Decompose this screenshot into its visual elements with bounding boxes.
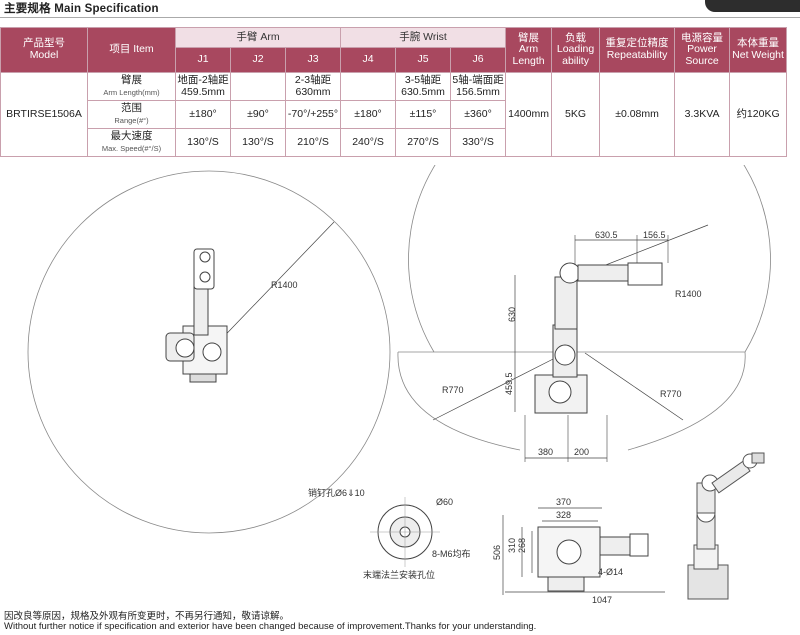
robot-illustration bbox=[687, 452, 765, 600]
label-r770-left: R770 bbox=[442, 385, 464, 395]
arm-length-value: 1400mm bbox=[505, 72, 553, 157]
footer-notice-cn: 因改良等原因，规格及外观有所变更时，不再另行通知，敬请谅解。 bbox=[4, 611, 290, 622]
header-item: 项目 Item bbox=[87, 27, 176, 73]
speed-j1: 130°/S bbox=[175, 128, 231, 157]
power-value: 3.3KVA bbox=[674, 72, 731, 157]
range-j1: ±180° bbox=[175, 100, 231, 129]
technical-drawings: R1400 R1400 R770 R770 630.5 15 bbox=[27, 165, 771, 605]
label-630-5: 630.5 bbox=[595, 230, 618, 240]
label-r1400-side: R1400 bbox=[675, 289, 702, 299]
label-310: 310 bbox=[507, 538, 517, 553]
range-j3: -70°/+255° bbox=[284, 100, 342, 129]
label-4-d14: 4-Ø14 bbox=[598, 567, 623, 577]
range-j6: ±360° bbox=[450, 100, 507, 129]
label-380: 380 bbox=[538, 447, 553, 457]
header-j4: J4 bbox=[340, 47, 397, 73]
repeatability-value: ±0.08mm bbox=[599, 72, 676, 157]
label-459-5: 459.5 bbox=[504, 372, 514, 395]
speed-j4: 240°/S bbox=[340, 128, 397, 157]
label-1047: 1047 bbox=[592, 595, 612, 605]
corner-decoration bbox=[705, 0, 800, 12]
header-j2: J2 bbox=[230, 47, 286, 73]
header-j1: J1 bbox=[175, 47, 231, 73]
section-title: 主要规格 Main Specification bbox=[4, 3, 159, 15]
weight-value: 约120KG bbox=[729, 72, 788, 157]
range-j5: ±115° bbox=[395, 100, 452, 129]
side-view: R1400 R770 R770 630.5 156.5 630 459.5 38… bbox=[397, 165, 771, 462]
label-630: 630 bbox=[507, 307, 517, 322]
footer-notice-en: Without further notice if specification … bbox=[4, 621, 537, 632]
range-j2: ±90° bbox=[230, 100, 286, 129]
label-370: 370 bbox=[556, 497, 571, 507]
label-200: 200 bbox=[574, 447, 589, 457]
speed-j3: 210°/S bbox=[284, 128, 342, 157]
label-m6: 8-M6均布 bbox=[432, 548, 471, 559]
label-r1400-top: R1400 bbox=[271, 280, 298, 290]
label-r770-right: R770 bbox=[660, 389, 682, 399]
label-flange-caption: 末端法兰安装孔位 bbox=[363, 569, 435, 580]
speed-j6: 330°/S bbox=[450, 128, 507, 157]
top-view: R1400 bbox=[27, 170, 391, 534]
header-wrist: 手腕 Wrist bbox=[340, 27, 507, 48]
speed-j2: 130°/S bbox=[230, 128, 286, 157]
label-268: 268 bbox=[517, 538, 527, 553]
flange-view: 销钉孔Ø6⇓10 Ø60 8-M6均布 末端法兰安装孔位 bbox=[308, 487, 471, 580]
label-156-5: 156.5 bbox=[643, 230, 666, 240]
label-pin-hole: 销钉孔Ø6⇓10 bbox=[308, 487, 365, 498]
len-j4 bbox=[340, 72, 397, 101]
load-value: 5KG bbox=[551, 72, 601, 157]
range-j4: ±180° bbox=[340, 100, 397, 129]
len-j2 bbox=[230, 72, 286, 101]
header-j5: J5 bbox=[395, 47, 452, 73]
title-rule bbox=[0, 17, 800, 18]
header-j6: J6 bbox=[450, 47, 507, 73]
label-328: 328 bbox=[556, 510, 571, 520]
base-view: 370 328 310 268 506 4-Ø14 1047 bbox=[492, 497, 665, 605]
speed-j5: 270°/S bbox=[395, 128, 452, 157]
model-value: BRTIRSE1506A bbox=[0, 72, 88, 157]
header-arm: 手臂 Arm bbox=[174, 27, 342, 48]
label-d60: Ø60 bbox=[436, 497, 453, 507]
header-j3: J3 bbox=[284, 47, 342, 73]
label-506: 506 bbox=[492, 545, 502, 560]
